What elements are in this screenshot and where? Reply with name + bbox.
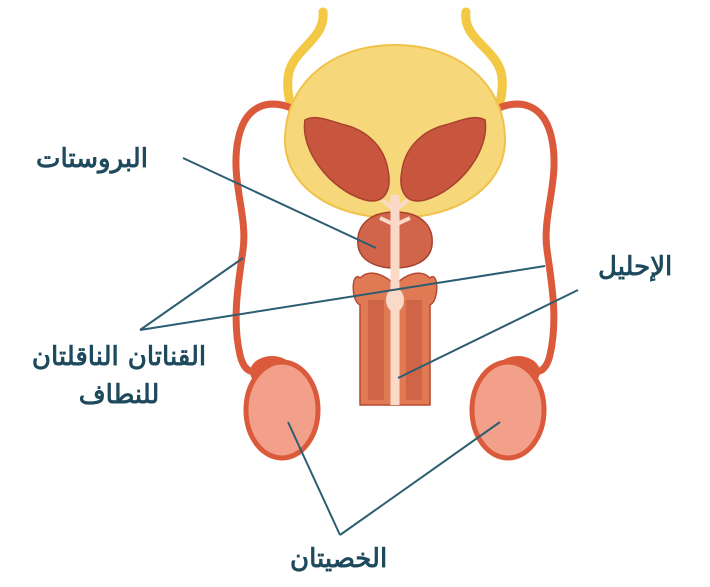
right-testis [472, 362, 544, 458]
leader-line-vas-left [140, 258, 243, 330]
label-vas-deferens-line2: للنطاف [8, 376, 230, 414]
label-vas-deferens: القناتان الناقلتان للنطاف [8, 338, 230, 414]
label-prostate: البروستات [36, 140, 148, 178]
penis-inner-right [406, 300, 422, 400]
left-testis [246, 362, 318, 458]
leader-line-testis-left [288, 422, 340, 535]
leader-line-testis-right [340, 422, 500, 535]
label-testes: الخصيتان [290, 540, 387, 578]
label-urethra: الإحليل [598, 248, 672, 286]
penis-inner-left [368, 300, 384, 400]
leader-line-vas-right [140, 266, 545, 330]
label-vas-deferens-line1: القناتان الناقلتان [8, 338, 230, 376]
